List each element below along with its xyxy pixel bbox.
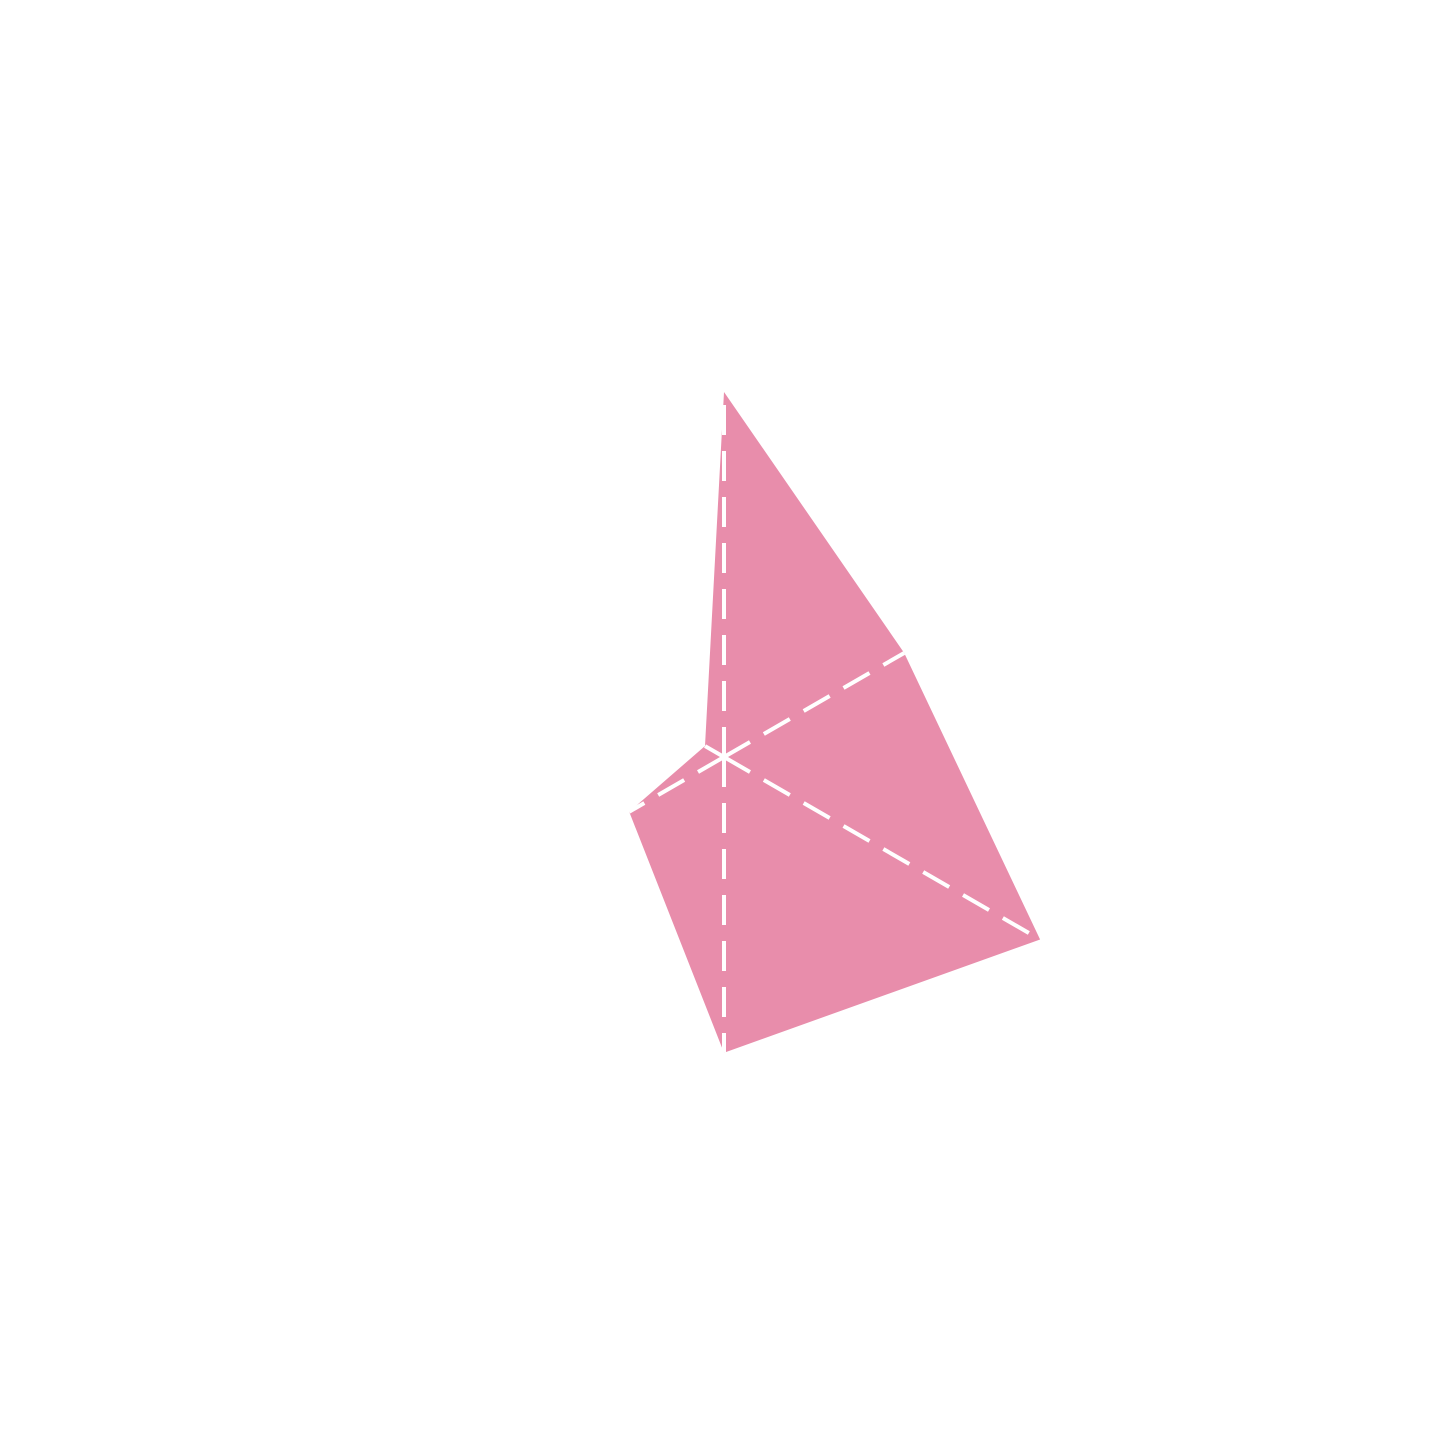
radar-axis-line [704,744,726,759]
radar-series-area [629,392,1041,1053]
radar-axis-line [628,755,726,814]
radar-axis-line [722,651,906,759]
radar-axis-line [722,755,1042,942]
